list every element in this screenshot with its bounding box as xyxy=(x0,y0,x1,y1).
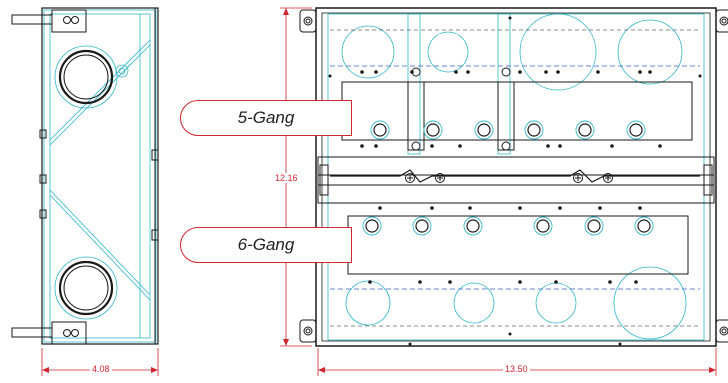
dimension-lines xyxy=(41,7,717,376)
five-gang-label-text: 5-Gang xyxy=(237,108,295,127)
mounting-bosses-5-gang xyxy=(370,120,646,140)
front-view xyxy=(299,7,728,347)
six-gang-label: 6-Gang xyxy=(180,227,352,263)
depth-dimension: 4.08 xyxy=(90,364,112,374)
side-view xyxy=(11,7,159,345)
mounting-bosses-6-gang xyxy=(362,216,654,236)
height-dimension: 12.16 xyxy=(273,173,300,183)
six-gang-label-text: 6-Gang xyxy=(237,235,295,254)
five-gang-label: 5-Gang xyxy=(180,100,352,136)
width-dimension: 13.50 xyxy=(503,364,530,374)
